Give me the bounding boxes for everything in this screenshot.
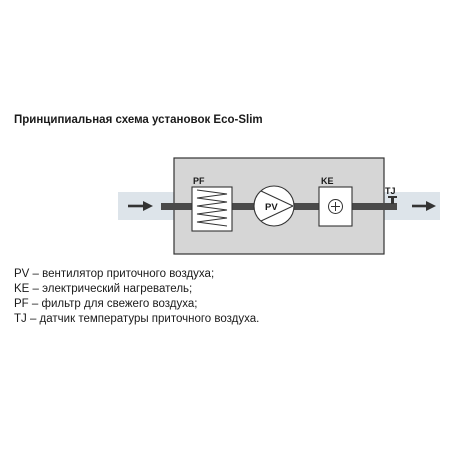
legend-item-pf: PF – фильтр для свежего воздуха; <box>14 298 198 310</box>
legend: PV – вентилятор приточного воздуха; KE –… <box>14 267 259 327</box>
filter-icon <box>191 186 233 232</box>
page-title: Принципиальная схема установок Eco-Slim <box>14 114 263 126</box>
outlet-arrow-icon <box>412 201 436 211</box>
heater-icon <box>318 186 353 227</box>
legend-item-ke: KE – электрический нагреватель; <box>14 283 193 295</box>
heater-label: KE <box>321 176 334 186</box>
air-path-shaft <box>161 203 397 210</box>
temperature-sensor-icon <box>388 196 397 204</box>
legend-item-tj: TJ – датчик температуры приточного возду… <box>14 313 260 325</box>
sensor-label: TJ <box>385 186 396 196</box>
ventilation-unit-diagram: PF PV KE TJ <box>118 157 440 255</box>
legend-item-pv: PV – вентилятор приточного воздуха; <box>14 268 215 280</box>
fan-label: PV <box>265 202 278 213</box>
filter-label: PF <box>193 176 205 186</box>
inlet-arrow-icon <box>128 201 153 211</box>
fan-icon <box>253 185 295 227</box>
